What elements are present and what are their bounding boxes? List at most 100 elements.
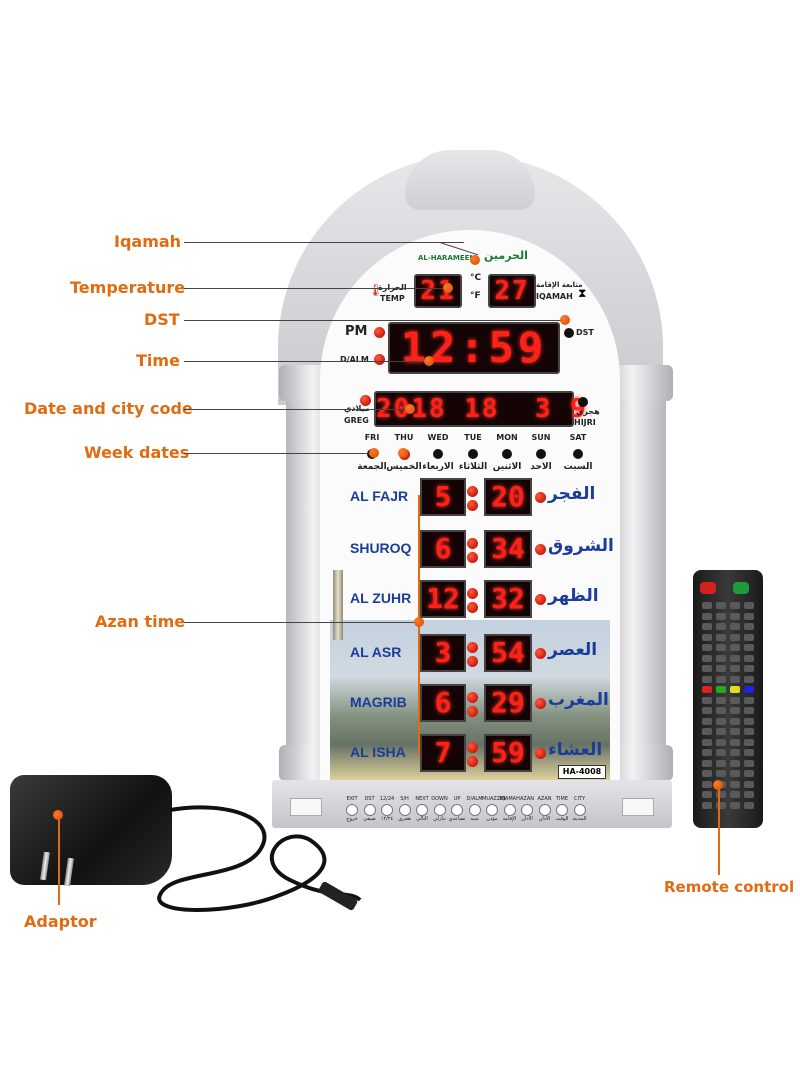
remote-key[interactable] (716, 675, 726, 683)
remote-key[interactable] (744, 654, 754, 662)
remote-key[interactable] (716, 770, 726, 777)
base-button-knob[interactable] (468, 804, 481, 816)
remote-key[interactable] (702, 612, 712, 620)
remote-key[interactable] (702, 633, 712, 641)
remote-key[interactable] (744, 707, 754, 714)
remote-key[interactable] (716, 633, 726, 641)
base-button-knob[interactable] (451, 804, 463, 816)
base-button-knob[interactable] (433, 804, 446, 816)
base-button-knob[interactable] (503, 804, 516, 816)
remote-key[interactable] (730, 644, 740, 651)
remote-key[interactable] (730, 749, 740, 756)
remote-key[interactable] (744, 612, 754, 620)
remote-key[interactable] (702, 759, 712, 767)
base-button-knob[interactable] (346, 804, 358, 816)
remote-key[interactable] (744, 623, 754, 630)
remote-key[interactable] (702, 675, 712, 683)
remote-key[interactable] (716, 654, 726, 662)
remote-key[interactable] (716, 612, 726, 620)
remote-key[interactable] (730, 707, 740, 714)
remote-key[interactable] (716, 759, 726, 767)
remote-key[interactable] (702, 717, 712, 725)
remote-key[interactable] (744, 665, 754, 672)
remote-key[interactable] (702, 696, 712, 704)
remote-key[interactable] (744, 770, 754, 777)
remote-key[interactable] (730, 602, 740, 609)
remote-key[interactable] (716, 686, 726, 693)
base-button-knob[interactable] (556, 804, 568, 816)
base-button-knob[interactable] (416, 804, 428, 816)
remote-key[interactable] (702, 686, 712, 693)
remote-key[interactable] (716, 801, 726, 809)
remote-key[interactable] (716, 644, 726, 651)
remote-key[interactable] (716, 749, 726, 756)
remote-key[interactable] (730, 633, 740, 641)
remote-key[interactable] (744, 791, 754, 798)
power-button[interactable] (700, 582, 716, 594)
remote-key[interactable] (702, 602, 712, 609)
remote-key[interactable] (730, 686, 740, 693)
remote-key[interactable] (730, 696, 740, 704)
remote-key[interactable] (744, 759, 754, 767)
base-button-knob[interactable] (381, 804, 393, 816)
remote-key[interactable] (744, 696, 754, 704)
remote-key[interactable] (716, 728, 726, 735)
base-button-knob[interactable] (486, 804, 498, 816)
remote-key[interactable] (730, 675, 740, 683)
remote-key[interactable] (730, 612, 740, 620)
remote-key[interactable] (744, 738, 754, 746)
green-button[interactable] (733, 582, 749, 594)
remote-key[interactable] (744, 749, 754, 756)
remote-key[interactable] (730, 728, 740, 735)
remote-key[interactable] (702, 665, 712, 672)
remote-key[interactable] (730, 654, 740, 662)
remote-key[interactable] (744, 728, 754, 735)
remote-key[interactable] (716, 696, 726, 704)
remote-key[interactable] (702, 707, 712, 714)
remote-key[interactable] (744, 801, 754, 809)
remote-key[interactable] (716, 623, 726, 630)
remote-key[interactable] (716, 707, 726, 714)
remote-key[interactable] (702, 749, 712, 756)
remote-key[interactable] (744, 780, 754, 788)
base-button-knob[interactable] (363, 804, 376, 816)
remote-key[interactable] (716, 791, 726, 798)
remote-key[interactable] (702, 791, 712, 798)
remote-key[interactable] (744, 686, 754, 693)
remote-key[interactable] (730, 801, 740, 809)
remote-key[interactable] (716, 665, 726, 672)
remote-key[interactable] (744, 602, 754, 609)
remote-key[interactable] (716, 602, 726, 609)
remote-key[interactable] (716, 717, 726, 725)
remote-key[interactable] (730, 665, 740, 672)
remote-key[interactable] (702, 654, 712, 662)
base-button-knob[interactable] (398, 804, 411, 816)
remote-key[interactable] (744, 675, 754, 683)
base-button-knob[interactable] (521, 804, 533, 816)
remote-key[interactable] (730, 759, 740, 767)
remote-key[interactable] (702, 738, 712, 746)
remote-key[interactable] (744, 717, 754, 725)
base-button-knob[interactable] (573, 804, 586, 816)
remote-key[interactable] (730, 717, 740, 725)
remote-key[interactable] (730, 791, 740, 798)
base-button-knob[interactable] (538, 804, 551, 816)
remote-key[interactable] (744, 644, 754, 651)
remote-key[interactable] (702, 644, 712, 651)
remote-key[interactable] (730, 780, 740, 788)
remote-key[interactable] (702, 780, 712, 788)
remote-key[interactable] (730, 770, 740, 777)
